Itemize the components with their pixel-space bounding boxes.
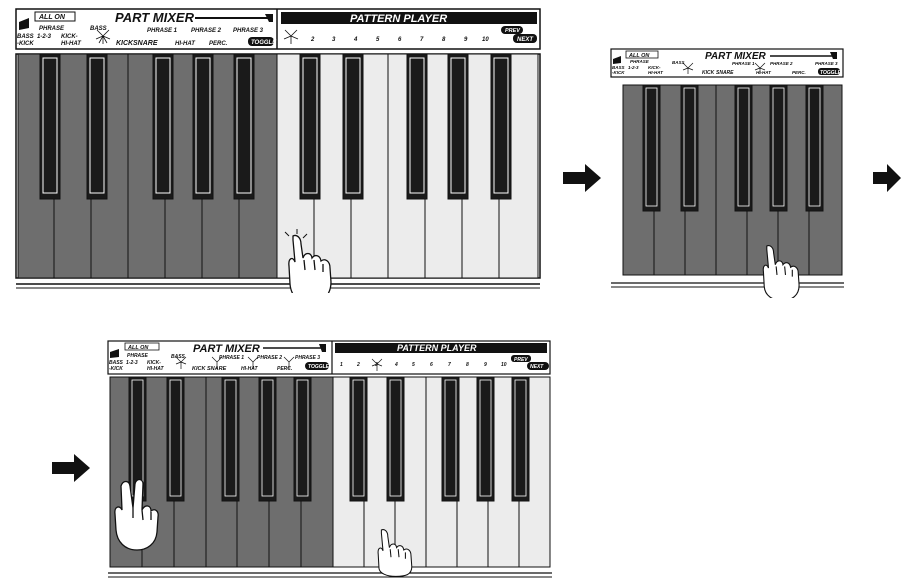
all-on-label: ALL ON bbox=[628, 53, 650, 59]
phrase2-label: PHRASE 2 bbox=[770, 61, 793, 66]
toggle-label: TOGGLE bbox=[820, 70, 842, 76]
phrase3-label: PHRASE 3 bbox=[815, 61, 838, 66]
bass-kick-label-2: -KICK bbox=[17, 41, 34, 47]
highlight-burst-icon bbox=[682, 62, 766, 74]
phrase-123-label: 1-2-3 bbox=[126, 360, 138, 366]
panel-step-2: ALL ON BASS -KICK PHRASE 1-2-3 KICK- HI-… bbox=[610, 48, 846, 298]
pattern-number: 7 bbox=[448, 362, 451, 368]
pattern-number: 5 bbox=[412, 362, 415, 368]
hihat-label: HI-HAT bbox=[241, 366, 259, 372]
prev-label: PREV bbox=[505, 28, 521, 34]
pattern-number: 9 bbox=[484, 362, 487, 368]
hihat-label: HI-HAT bbox=[175, 41, 196, 47]
pattern-number: 4 bbox=[394, 362, 398, 368]
bass-label: BASS bbox=[90, 26, 107, 32]
snare-label: SNARE bbox=[133, 40, 158, 47]
pattern-number: 2 bbox=[356, 362, 360, 368]
snare-label: SNARE bbox=[716, 70, 734, 76]
pattern-number: 10 bbox=[482, 37, 489, 43]
toggle-label: TOGGLE bbox=[308, 364, 330, 370]
two-finger-hand-icon bbox=[114, 478, 159, 551]
next-label: NEXT bbox=[530, 364, 544, 370]
pattern-number: 3 bbox=[375, 362, 378, 368]
phrase-label: PHRASE bbox=[39, 26, 65, 32]
pattern-number: 10 bbox=[501, 362, 507, 368]
phrase3-label: PHRASE 3 bbox=[295, 355, 320, 361]
kick-hihat-label-1: KICK- bbox=[648, 65, 661, 70]
phrase2-label: PHRASE 2 bbox=[257, 355, 282, 361]
pattern-number: 6 bbox=[430, 362, 433, 368]
keyboard bbox=[611, 84, 844, 288]
pattern-number: 9 bbox=[464, 37, 468, 43]
bass-kick-label-1: BASS bbox=[17, 34, 34, 40]
highlight-burst-icon bbox=[95, 29, 111, 44]
hand-pointer-icon bbox=[762, 245, 800, 298]
toggle-label: TOGGLE bbox=[251, 40, 277, 46]
hand-pointer-icon bbox=[377, 529, 413, 577]
pattern-number: 8 bbox=[466, 362, 469, 368]
hand-pointer-icon bbox=[284, 229, 332, 293]
arrow-right-icon bbox=[873, 163, 901, 198]
pattern-number: 4 bbox=[353, 37, 358, 43]
kick-hihat-label-1: KICK- bbox=[61, 34, 78, 40]
highlight-burst-icon bbox=[283, 29, 299, 44]
bass-kick-label-2: -KICK bbox=[109, 366, 123, 372]
bass-kick-label-1: BASS bbox=[109, 360, 124, 366]
phrase1-label: PHRASE 1 bbox=[219, 355, 244, 361]
part-mixer-title: PART MIXER bbox=[193, 343, 260, 355]
kick-label: KICK bbox=[192, 366, 206, 372]
keyboard bbox=[108, 376, 552, 578]
prev-label: PREV bbox=[514, 357, 528, 363]
pattern-number: 6 bbox=[398, 37, 402, 43]
pattern-player-title: PATTERN PLAYER bbox=[350, 13, 447, 25]
all-on-box bbox=[34, 11, 76, 22]
phrase-label: PHRASE bbox=[630, 59, 650, 64]
kick-hihat-label-2: HI-HAT bbox=[61, 41, 82, 47]
pattern-number: 1 bbox=[340, 362, 343, 368]
perc-label: PERC. bbox=[277, 366, 292, 372]
pattern-number: 7 bbox=[420, 37, 424, 43]
pattern-number: 3 bbox=[332, 37, 336, 43]
keyboard bbox=[15, 53, 541, 289]
arrow-right-icon bbox=[563, 163, 603, 198]
kick-hihat-label-2: HI-HAT bbox=[147, 366, 165, 372]
highlight-burst-icon bbox=[175, 356, 383, 371]
panel-step-3: ALL ON BASS -KICK PHRASE 1-2-3 KICK- HI-… bbox=[107, 340, 553, 580]
all-on-label: ALL ON bbox=[127, 345, 149, 351]
arrow-right-icon bbox=[52, 453, 92, 488]
phrase1-label: PHRASE 1 bbox=[732, 61, 755, 66]
all-on-label: ALL ON bbox=[38, 14, 66, 21]
pattern-player-title: PATTERN PLAYER bbox=[397, 343, 477, 353]
part-mixer-title: PART MIXER bbox=[705, 51, 767, 62]
bass-kick-label-1: BASS bbox=[612, 65, 625, 70]
perc-label: PERC. bbox=[209, 41, 228, 47]
hihat-label: HI-HAT bbox=[756, 70, 772, 75]
kick-hihat-label-2: HI-HAT bbox=[648, 70, 664, 75]
pattern-number: 2 bbox=[310, 37, 315, 43]
phrase3-label: PHRASE 3 bbox=[233, 28, 264, 34]
bass-label: BASS bbox=[171, 354, 186, 360]
kick-hihat-label-1: KICK- bbox=[147, 360, 161, 366]
bass-kick-label-2: -KICK bbox=[612, 70, 625, 75]
phrase-label: PHRASE bbox=[127, 353, 149, 359]
perc-label: PERC. bbox=[792, 70, 806, 75]
part-mixer-title: PART MIXER bbox=[115, 10, 195, 25]
bass-label: BASS bbox=[672, 60, 685, 65]
phrase-123-label: 1-2-3 bbox=[628, 65, 639, 70]
pattern-number: 8 bbox=[442, 37, 446, 43]
pattern-number: 5 bbox=[376, 37, 380, 43]
panel-step-1: ALL ON BASS -KICK PHRASE 1-2-3 KICK- HI-… bbox=[15, 8, 541, 293]
phrase1-label: PHRASE 1 bbox=[147, 28, 178, 34]
next-label: NEXT bbox=[517, 37, 534, 43]
kick-label: KICK bbox=[702, 70, 715, 76]
kick-label: KICK bbox=[116, 40, 134, 47]
phrase2-label: PHRASE 2 bbox=[191, 28, 222, 34]
phrase-123-label: 1-2-3 bbox=[37, 34, 52, 40]
